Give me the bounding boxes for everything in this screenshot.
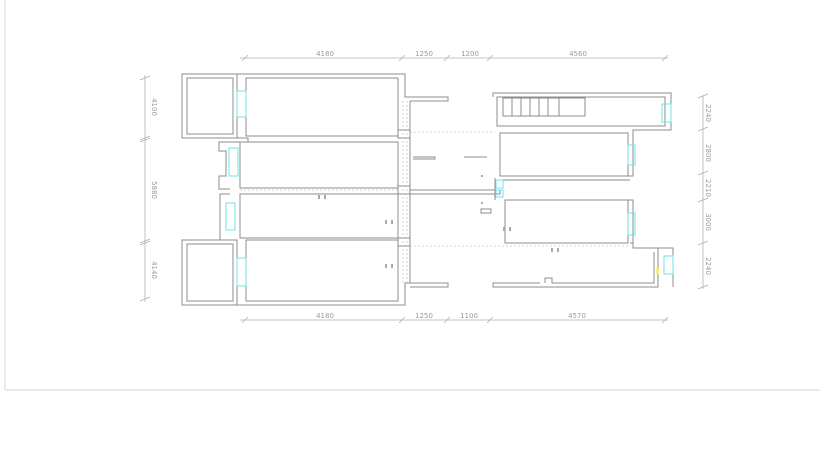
dim-top-2: 1250 (415, 50, 433, 58)
dim-top-4: 4560 (569, 50, 587, 58)
window (627, 144, 636, 166)
dim-right-2: 2800 (704, 144, 712, 162)
room-mid-lower (239, 193, 399, 239)
stair-hall (240, 101, 630, 283)
window (663, 255, 674, 275)
dim-right-1: 2240 (704, 104, 712, 122)
room-top (245, 77, 399, 137)
window (661, 103, 672, 123)
dim-bottom-1: 4180 (316, 312, 334, 320)
right-dimension-chain: 2240 2800 2210 3000 2240 (697, 93, 712, 290)
dim-left-2: 5880 (150, 181, 158, 199)
top-dimension-chain: 4180 1250 1200 4560 (240, 50, 669, 62)
window (495, 189, 504, 198)
dim-bottom-4: 4570 (568, 312, 586, 320)
dim-right-5: 2240 (704, 257, 712, 275)
dim-left-1: 4100 (150, 98, 158, 116)
room-bottom (245, 239, 399, 302)
left-dimension-chain: 4100 5880 4140 (139, 75, 158, 302)
yellow-marker (656, 268, 659, 274)
window (236, 90, 247, 118)
room-right-2 (504, 199, 629, 244)
balcony-bottom (181, 239, 238, 306)
room-right-1 (499, 132, 629, 177)
window (495, 179, 504, 189)
dim-bottom-3: 1100 (460, 312, 478, 320)
balcony-top (181, 73, 238, 139)
window (236, 257, 247, 287)
column (397, 237, 411, 247)
dim-right-3: 2210 (704, 179, 712, 197)
column (397, 129, 411, 139)
column (397, 185, 411, 195)
room-annotations (318, 175, 559, 268)
window (225, 202, 236, 231)
room-mid-upper (239, 141, 399, 189)
stairs (502, 97, 586, 117)
dim-top-3: 1200 (461, 50, 479, 58)
dim-top-1: 4180 (316, 50, 334, 58)
left-unit-walls (181, 73, 449, 306)
dim-right-4: 3000 (704, 213, 712, 231)
windows (225, 90, 674, 287)
right-unit-walls (480, 92, 674, 288)
dim-left-3: 4140 (150, 261, 158, 279)
bottom-dimension-chain: 4180 1250 1100 4570 (240, 312, 669, 324)
window (228, 147, 239, 177)
stair-room (496, 96, 666, 127)
window (627, 212, 636, 236)
dim-bottom-2: 1250 (415, 312, 433, 320)
